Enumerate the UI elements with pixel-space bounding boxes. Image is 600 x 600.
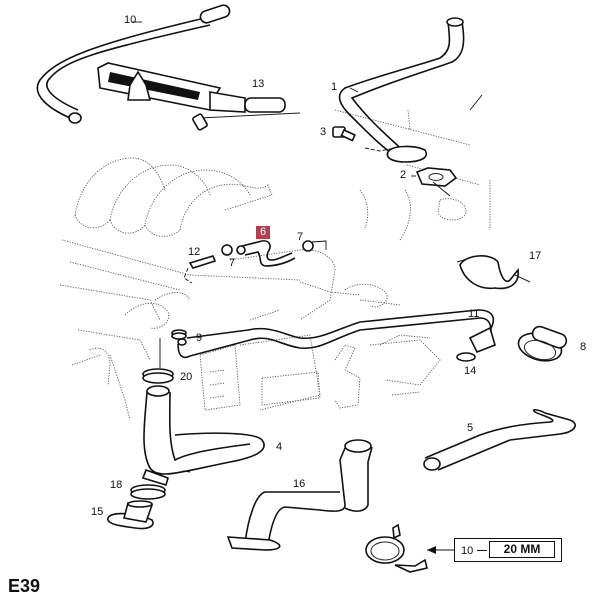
part-label-7-right[interactable]: 7 [297, 231, 304, 243]
part-12-hose[interactable] [36, 4, 231, 124]
part-label-5[interactable]: 5 [467, 422, 474, 434]
part-9-clamp[interactable] [171, 329, 187, 340]
part-16-flange[interactable] [107, 500, 154, 530]
part-6-hose[interactable] [236, 240, 296, 267]
part-label-18[interactable]: 17 [529, 250, 542, 262]
part-18-clamp[interactable] [456, 255, 531, 290]
part-label-17[interactable]: 16 [293, 478, 306, 490]
part-label-4[interactable]: 4 [276, 441, 283, 453]
part-label-3[interactable]: 3 [320, 126, 327, 138]
part-label-9[interactable]: 9 [196, 332, 203, 344]
part-label-2[interactable]: 2 [400, 169, 407, 181]
part-7-clamp-right[interactable] [302, 240, 327, 252]
part-11-pipe[interactable] [177, 309, 496, 359]
part-4-hose[interactable] [141, 385, 265, 487]
part-label-6-highlighted[interactable]: 6 [256, 226, 271, 239]
part-label-14[interactable]: 14 [464, 365, 477, 377]
part-20-clamp[interactable] [142, 338, 174, 384]
callout-dash [477, 550, 487, 551]
part-14-clamp[interactable] [456, 352, 476, 362]
part-10-callout[interactable]: 10 20 MM [454, 538, 562, 562]
diagram-code: E39 [8, 576, 41, 596]
part-label-11[interactable]: 11 [468, 308, 480, 320]
part-label-13[interactable]: 12 [188, 246, 201, 258]
part-label-8[interactable]: 8 [580, 341, 587, 353]
part-15-sealant-tube[interactable] [97, 62, 301, 131]
part-label-20[interactable]: 20 [180, 371, 193, 383]
part-1-pipe[interactable] [338, 17, 465, 163]
part-label-16[interactable]: 15 [91, 506, 104, 518]
part-label-1[interactable]: 1 [331, 81, 338, 93]
arrow-icon [427, 546, 436, 554]
engine-background [59, 109, 491, 421]
callout-part-number: 10 [461, 545, 474, 557]
part-label-19[interactable]: 18 [110, 479, 123, 491]
part-7-clamp-left[interactable] [221, 244, 233, 256]
part-5-hose[interactable] [423, 408, 576, 471]
part-13-tube[interactable] [183, 255, 217, 284]
part-8-worm-clamp[interactable] [515, 325, 568, 366]
part-19-clamp[interactable] [130, 484, 166, 500]
callout-size: 20 MM [489, 541, 555, 558]
part-label-12[interactable]: 10 [124, 14, 137, 26]
leader-lines [132, 21, 483, 473]
part-label-15[interactable]: 13 [252, 78, 265, 90]
part-label-7-left[interactable]: 7 [229, 257, 236, 269]
part-2-gasket[interactable] [415, 167, 458, 187]
part-3-bolt[interactable] [332, 126, 396, 152]
part-17-pipe[interactable] [226, 439, 373, 551]
part-10-spring-clamp[interactable] [365, 523, 454, 573]
